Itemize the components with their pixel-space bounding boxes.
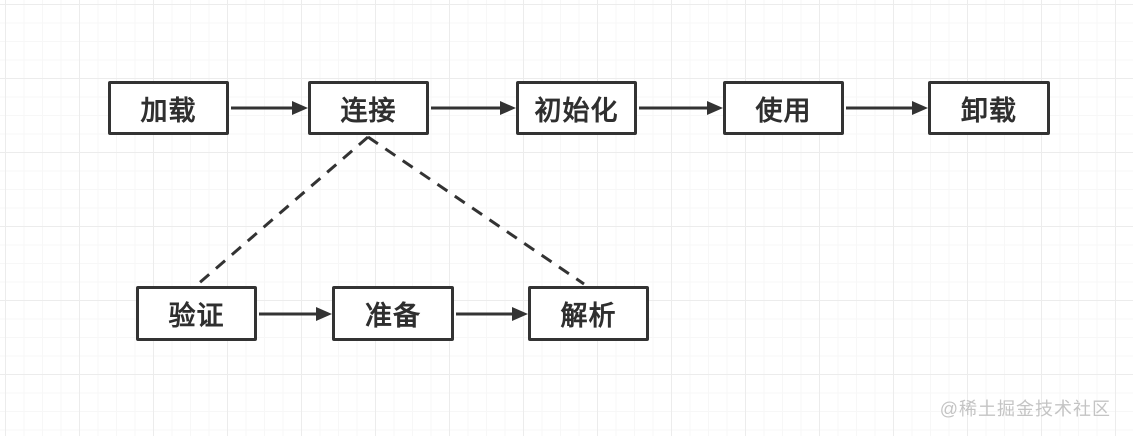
- dashed-link-to-verify: [197, 135, 369, 286]
- node-link: 连接: [308, 81, 429, 135]
- arrow-load-to-link: [231, 101, 308, 115]
- node-use: 使用: [723, 81, 844, 135]
- node-resolve: 解析: [528, 286, 649, 341]
- arrow-verify-to-prepare: [259, 307, 332, 321]
- arrow-use-to-unload: [846, 101, 928, 115]
- arrow-init-to-use: [639, 101, 723, 115]
- node-load: 加载: [108, 81, 229, 135]
- arrow-prepare-to-resolve: [456, 307, 528, 321]
- watermark: @稀土掘金技术社区: [939, 399, 1111, 419]
- node-verify: 验证: [136, 286, 257, 341]
- arrow-link-to-init: [431, 101, 516, 115]
- node-initialize: 初始化: [516, 81, 637, 135]
- dashed-link-to-resolve: [367, 135, 585, 286]
- node-prepare: 准备: [332, 286, 454, 341]
- node-unload: 卸载: [928, 81, 1050, 135]
